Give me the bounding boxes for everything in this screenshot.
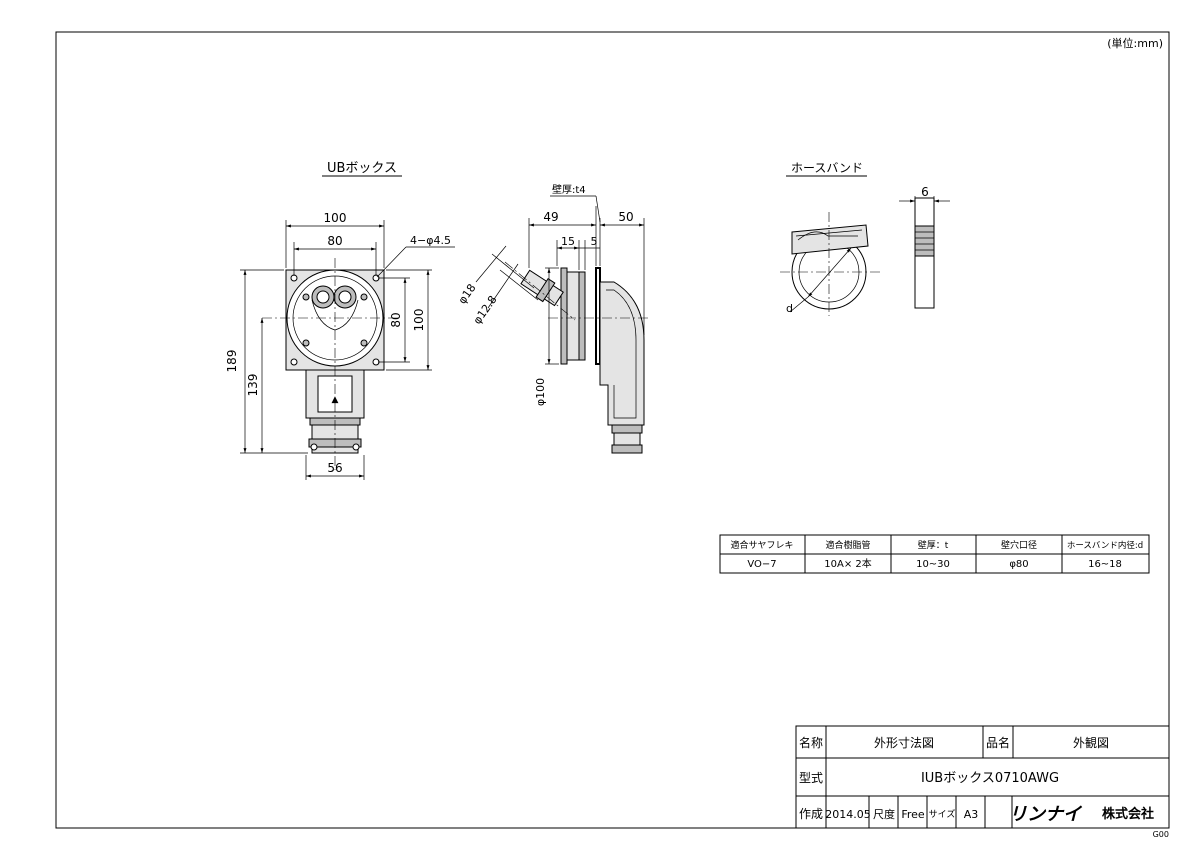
dim-50: 50 (618, 210, 633, 224)
dim-height-total: 189 (225, 350, 239, 373)
title-made-label: 作成 (799, 807, 823, 821)
spec-value-pipe: 10A× 2本 (824, 557, 872, 570)
dim-bottom-width: 56 (327, 461, 342, 475)
hose-band-view: ホースバンド d 6 (780, 161, 950, 316)
title-name-value: 外形寸法図 (874, 736, 934, 750)
dim-phi12-8: φ12.8 (471, 293, 500, 326)
title-product-label: 品名 (986, 735, 1010, 750)
spec-table: 適合サヤフレキ 適合樹脂管 壁厚：t 壁穴口径 ホースバンド内径:d VO−7 … (719, 534, 1150, 574)
title-size-label: サイズ (929, 808, 956, 820)
dim-phi18: φ18 (456, 282, 479, 307)
sheet-code: G00 (1153, 830, 1169, 839)
title-model-label: 型式 (799, 771, 823, 785)
spec-header-sheath: 適合サヤフレキ (730, 539, 793, 551)
spec-value-band: 16~18 (1088, 559, 1122, 570)
dim-height-outer: 100 (412, 309, 426, 332)
hose-band-title: ホースバンド (791, 161, 863, 175)
dim-height-inner: 80 (389, 312, 403, 327)
title-name-label: 名称 (799, 735, 823, 750)
dim-holes: 4−φ4.5 (410, 234, 451, 247)
dim-phi100: φ100 (534, 378, 547, 406)
spec-value-hole: φ80 (1009, 559, 1028, 570)
title-made-value: 2014.05 (825, 808, 871, 821)
svg-text:▲: ▲ (332, 395, 339, 405)
side-view: 壁厚:t4 49 15 5 50 φ18 φ12.8 φ100 (456, 183, 650, 454)
hose-band-d-label: d (786, 302, 793, 315)
dim-wall-thickness: 壁厚:t4 (552, 183, 586, 196)
title-scale-label: 尺度 (873, 807, 895, 821)
dim-15: 15 (561, 235, 575, 248)
title-scale-value: Free (901, 808, 925, 821)
front-view-title: UBボックス (327, 161, 397, 176)
dim-width-inner: 80 (327, 234, 342, 248)
title-size-value: A3 (964, 808, 979, 821)
hose-band-width: 6 (921, 185, 929, 199)
dim-height-lower: 139 (246, 374, 260, 397)
title-product-value: 外観図 (1073, 736, 1109, 750)
spec-header-hole: 壁穴口径 (1001, 539, 1037, 551)
spec-value-sheath: VO−7 (747, 559, 776, 570)
dim-width-outer: 100 (324, 211, 347, 225)
spec-header-pipe: 適合樹脂管 (825, 539, 870, 551)
dim-49: 49 (543, 210, 558, 224)
front-view: UBボックス ▲ 1 (225, 161, 455, 480)
title-block: 名称 外形寸法図 品名 外観図 型式 IUBボックス0710AWG 作成 201… (795, 725, 1170, 839)
drawing-border (55, 31, 1170, 829)
dim-5: 5 (591, 235, 598, 248)
spec-header-band: ホースバンド内径:d (1067, 540, 1143, 551)
company-logo: リンナイ (1009, 804, 1083, 825)
unit-note: (単位:mm) (1107, 36, 1163, 50)
spec-header-wall: 壁厚：t (918, 539, 949, 551)
title-model-value: IUBボックス0710AWG (921, 771, 1059, 786)
spec-value-wall: 10~30 (916, 559, 950, 570)
company-suffix: 株式会社 (1102, 806, 1154, 822)
